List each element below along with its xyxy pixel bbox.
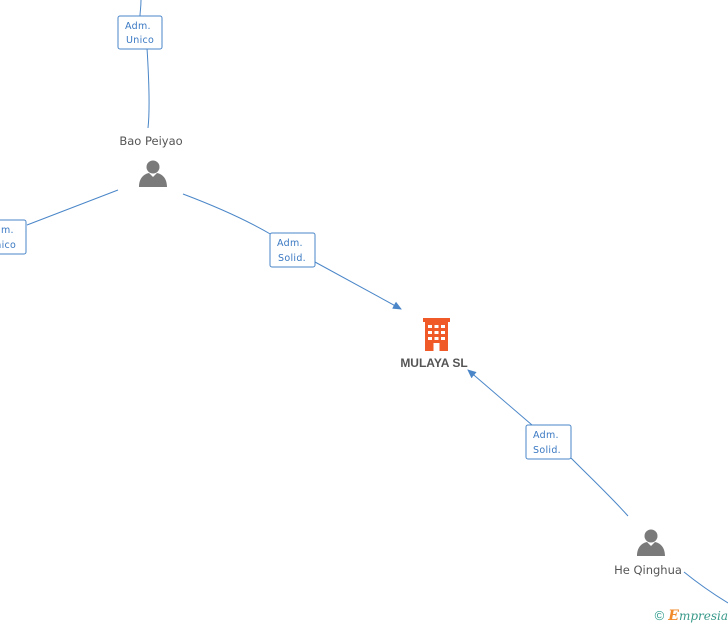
- edge-he-to-company-lower: [570, 457, 629, 517]
- person-label-bao: Bao Peiyao: [119, 134, 182, 148]
- person-node-bao[interactable]: Bao Peiyao: [119, 134, 183, 187]
- edge-label-top-line2: Unico: [126, 35, 154, 46]
- edge-label-he-company-line1: Adm.: [533, 430, 559, 441]
- edge-top-offscreen: [139, 0, 150, 129]
- person-label-he: He Qinghua: [614, 563, 682, 577]
- edge-label-left-line1: Adm.: [0, 225, 14, 236]
- person-node-he[interactable]: He Qinghua: [614, 529, 682, 578]
- edge-label-bao-company-line2: Solid.: [278, 253, 306, 264]
- person-icon: [139, 160, 167, 187]
- edge-label-top-line1: Adm.: [125, 21, 151, 32]
- company-label: MULAYA SL: [400, 356, 467, 370]
- company-node[interactable]: MULAYA SL: [400, 318, 468, 370]
- edge-he-offscreen: [683, 571, 728, 604]
- edge-label-he-company[interactable]: Adm. Solid.: [525, 424, 572, 460]
- edge-label-top[interactable]: Adm. Unico: [117, 15, 163, 50]
- edge-label-he-company-line2: Solid.: [533, 445, 561, 456]
- edge-left-offscreen: [26, 189, 119, 226]
- brand-initial: E: [668, 608, 679, 624]
- edge-he-to-company: [467, 369, 533, 426]
- building-icon: [423, 318, 450, 351]
- edge-label-bao-company[interactable]: Adm. Solid.: [269, 232, 316, 268]
- edge-label-left[interactable]: Adm. Unico: [0, 219, 27, 255]
- brand-watermark: ©Empresia: [655, 608, 728, 624]
- edge-label-bao-company-line1: Adm.: [277, 238, 303, 249]
- edge-label-left-line2: Unico: [0, 240, 16, 251]
- copyright-icon: ©: [654, 608, 665, 623]
- person-icon: [637, 529, 665, 556]
- brand-name: mpresia: [678, 609, 728, 623]
- edge-bao-to-company: [182, 193, 273, 236]
- edge-bao-to-company-arrow: [314, 261, 402, 310]
